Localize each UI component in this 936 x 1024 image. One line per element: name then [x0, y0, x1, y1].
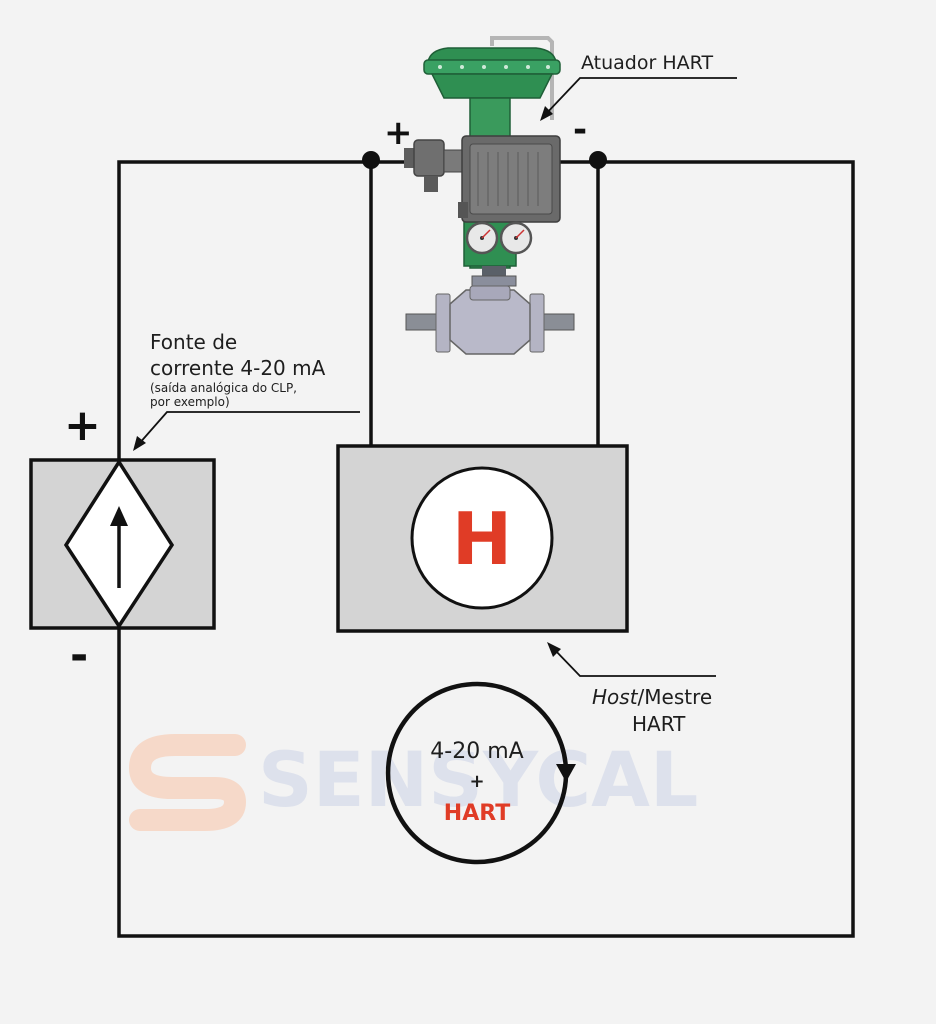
watermark: SENSYCAL	[128, 734, 698, 831]
negative-junction	[589, 151, 607, 169]
loop-wiring	[117, 160, 855, 938]
pressure-gauge-icon	[465, 221, 533, 255]
watermark-logo-icon	[128, 734, 247, 831]
control-valve-icon	[404, 36, 575, 355]
source-plus-sign: +	[64, 400, 101, 451]
host-label-rest: /Mestre	[637, 685, 713, 709]
host-symbol-circle	[410, 466, 554, 610]
host-label-line1: Host/Mestre	[592, 685, 712, 709]
loop-label-current: 4-20 mA	[430, 739, 523, 764]
up-arrow-icon	[110, 506, 128, 588]
actuator-plus-sign: +	[384, 113, 413, 153]
outer-loop-wire	[117, 160, 855, 938]
actuator-label: Atuador HART	[581, 52, 714, 74]
loop-arrow-icon	[385, 681, 576, 865]
loop-label-hart: HART	[444, 801, 510, 826]
source-minus-sign: -	[70, 630, 89, 681]
host-label-line2: HART	[632, 712, 686, 736]
loop-label-plus: +	[469, 771, 484, 792]
host-label-arrow	[547, 642, 716, 677]
source-label-line1: Fonte de	[150, 330, 238, 354]
watermark-text: SENSYCAL	[258, 735, 698, 824]
source-label-arrow	[133, 411, 360, 451]
source-label-line2: corrente 4-20 mA	[150, 356, 326, 380]
positive-junction	[362, 151, 380, 169]
host-symbol: H	[452, 497, 512, 581]
source-note-line1: (saída analógica do CLP,	[150, 381, 297, 395]
actuator-label-arrow	[540, 77, 737, 121]
actuator-minus-sign: -	[573, 110, 588, 150]
source-note-line2: por exemplo)	[150, 395, 230, 409]
host-label-italic: Host	[592, 685, 638, 709]
